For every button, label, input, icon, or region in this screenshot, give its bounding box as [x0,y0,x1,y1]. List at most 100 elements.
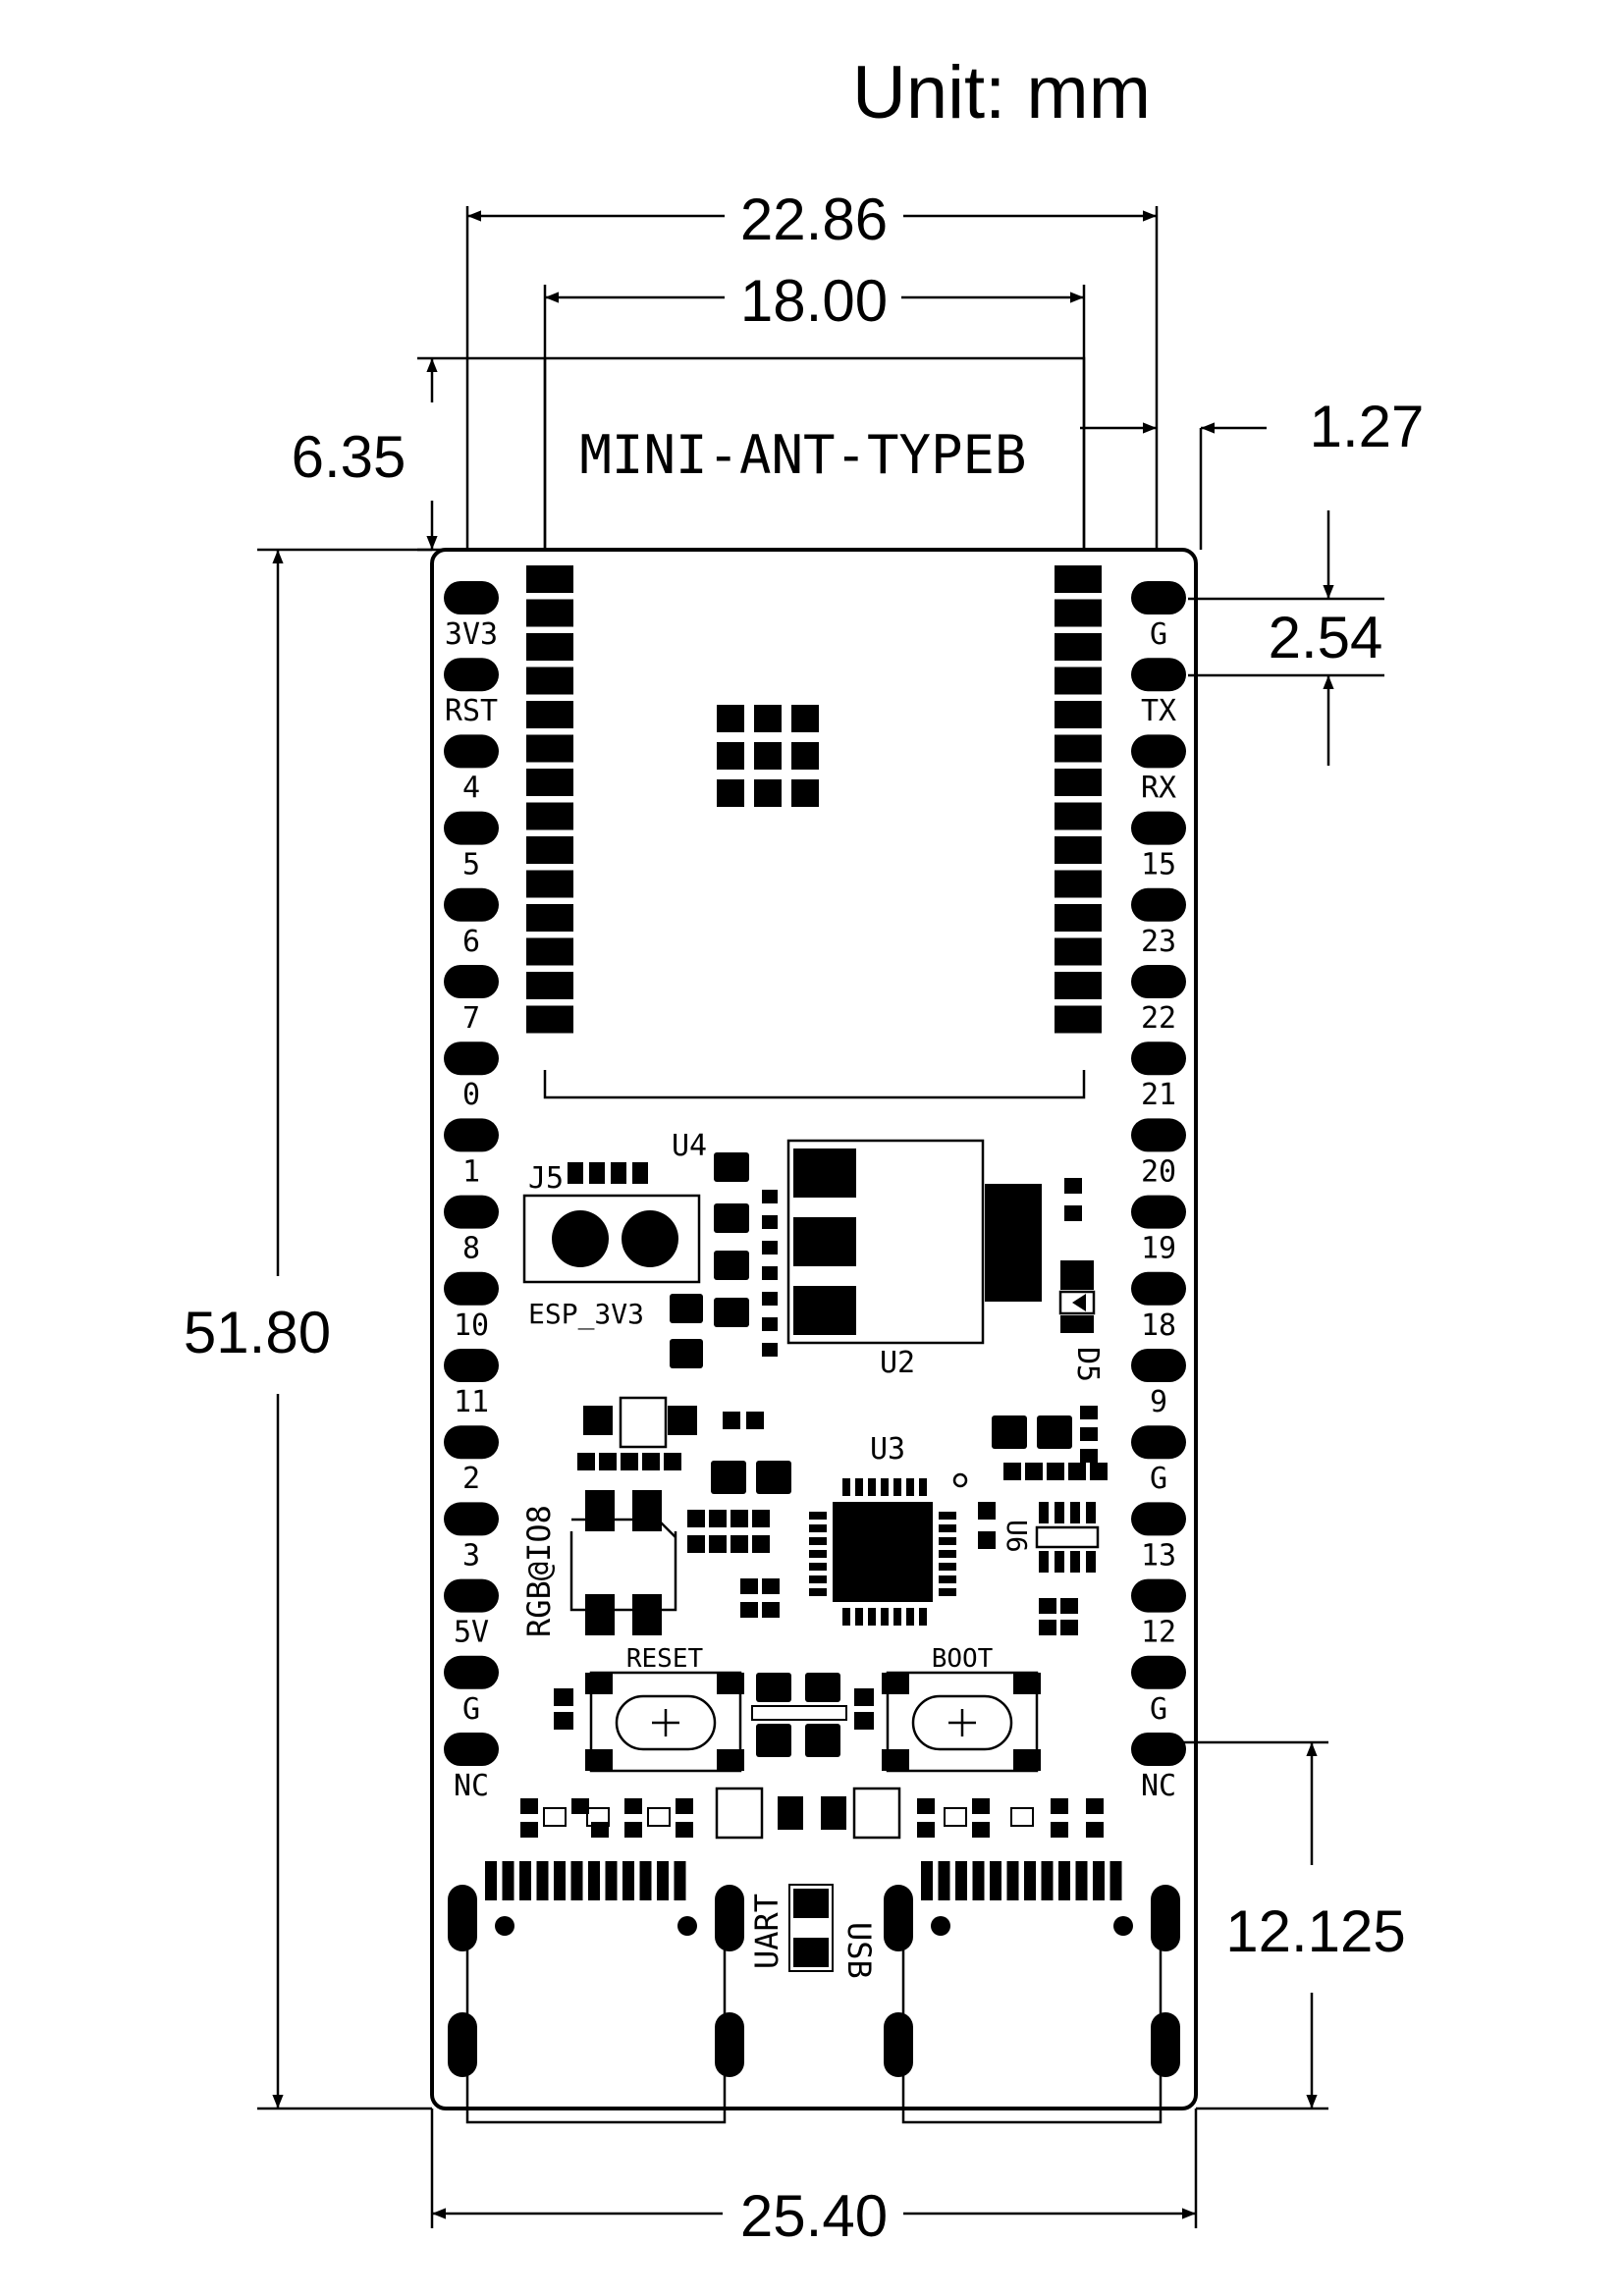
pin-label-left: 1 [462,1154,480,1189]
boot-label: BOOT [932,1644,994,1674]
module-pad-left [526,802,573,830]
thermal-pad [717,779,744,807]
pin-pad-left [444,887,499,922]
module-pad-right [1055,836,1102,864]
pin-pad-left [444,1502,499,1536]
module-pad-right [1055,870,1102,898]
pin-pad-right [1131,1733,1186,1766]
module-pad-left [526,769,573,796]
pin-label-right: TX [1141,694,1176,728]
module-pad-right [1055,701,1102,728]
module-pad-left [526,870,573,898]
pin-label-left: 4 [462,771,480,805]
module-outline [543,1070,1086,1099]
pin-label-right: 12 [1141,1616,1176,1650]
pin-pad-left [444,658,499,692]
j5-label: J5 [528,1161,564,1196]
uart-label: UART [748,1894,785,1969]
pin-pad-left [444,965,499,998]
pin-label-left: 5V [454,1616,489,1650]
dim-pin-pitch-value: 2.54 [1269,605,1383,670]
pin-pad-right [1131,1041,1186,1076]
header-pin-pads [444,581,1186,1766]
passives-upper-left [577,1396,764,1470]
d5-label: D5 [1070,1347,1105,1382]
pin-label-right: 23 [1141,925,1176,959]
pin-pad-left [444,1118,499,1152]
pin-label-left: 8 [462,1232,480,1266]
dim-board-width-value: 25.40 [740,2183,888,2249]
rgb-label: RGB@IO8 [520,1505,558,1637]
pin-pad-left [444,581,499,614]
module-pad-right [1055,633,1102,661]
module-pad-right [1055,972,1102,999]
pin-pad-right [1131,1578,1186,1613]
module-pad-right [1055,565,1102,593]
u3-label: U3 [870,1432,905,1467]
unit-title: Unit: mm [852,51,1151,134]
u2-label: U2 [880,1346,915,1380]
u2-regulator: U2 [786,1139,1042,1380]
module-pad-right [1055,904,1102,932]
pin-pad-left [444,1733,499,1766]
u3-mcu: U3 [809,1432,968,1626]
pin-pad-left [444,811,499,845]
pin-pad-right [1131,1118,1186,1152]
u4-component [670,1152,778,1368]
dim-board-width [430,2109,1198,2228]
pin-label-left: 7 [462,1001,480,1036]
pin-pad-right [1131,581,1186,614]
bottom-passive-row [520,1787,1104,1840]
rgb-led: RGB@IO8 [520,1490,677,1637]
dim-usb-height-value: 12.125 [1225,1898,1406,1964]
pin-pad-right [1131,1502,1186,1536]
thermal-pad [717,742,744,770]
reset-label: RESET [626,1644,704,1674]
dim-edge-offset-value: 1.27 [1310,394,1425,459]
pin-label-right: 21 [1141,1078,1176,1112]
pin-label-right: 15 [1141,848,1176,882]
pin-pad-left [444,1655,499,1689]
dim-antenna-height-value: 6.35 [292,424,406,490]
pin-label-right: RX [1141,771,1176,805]
dim-total-width-top [465,206,1159,550]
u4-label: U4 [672,1129,707,1163]
pin-pad-right [1131,1425,1186,1460]
module-pad-left [526,667,573,695]
module-pad-left [526,599,573,627]
module-pad-left [526,701,573,728]
u6-component: U6 [1001,1502,1100,1635]
pin-label-left: 6 [462,925,480,959]
thermal-pad [754,779,782,807]
dim-board-height-value: 51.80 [184,1300,331,1365]
module-pad-left [526,904,573,932]
thermal-pad [791,705,819,732]
module-pad-left [526,734,573,763]
u6-label: U6 [1001,1520,1033,1553]
pin-label-right: NC [1141,1769,1176,1803]
pin-label-right: 18 [1141,1308,1176,1343]
pin-label-left: NC [454,1769,489,1803]
pin-pad-left [444,1349,499,1382]
thermal-pad [754,742,782,770]
thermal-pad [717,705,744,732]
module-pad-right [1055,769,1102,796]
pin-label-left: 3V3 [445,617,498,652]
pin-label-right: 9 [1150,1385,1167,1419]
uart-usb-selector: UART USB [748,1884,878,1979]
pin-label-left: G [462,1692,480,1727]
module-pad-right [1055,599,1102,627]
pin-pad-left [444,1425,499,1460]
pin-pad-right [1131,658,1186,692]
dim-antenna-height [417,356,545,552]
module-pad-right [1055,1005,1102,1034]
module-pad-left [526,565,573,593]
pin-label-left: 0 [462,1078,480,1112]
module-pad-left [526,1005,573,1034]
module-pad-right [1055,937,1102,966]
pin-label-right: G [1150,617,1167,652]
pin-pad-right [1131,887,1186,922]
pin-label-left: 2 [462,1462,480,1496]
pin-label-left: 10 [454,1308,489,1343]
